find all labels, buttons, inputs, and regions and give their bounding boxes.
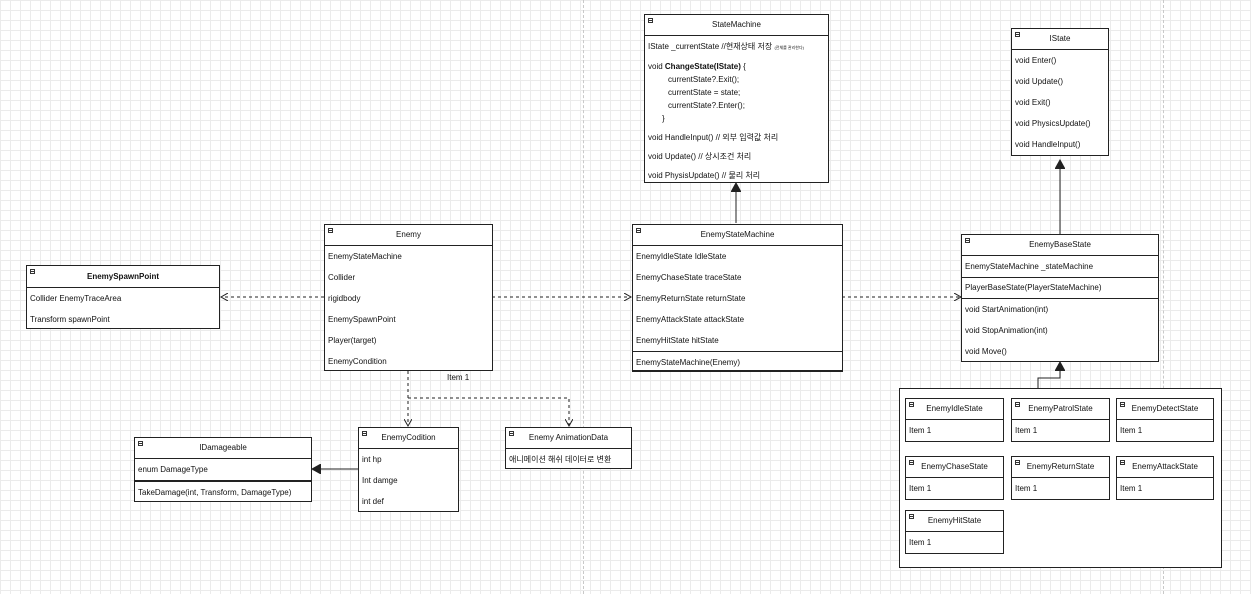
class-field: EnemyStateMachine <box>328 252 402 261</box>
class-field: EnemyStateMachine _stateMachine <box>962 256 1158 278</box>
class-field: EnemyHitState hitState <box>633 330 842 352</box>
class-enemycodition[interactable]: EnemyCodition int hp Int damge int def <box>358 427 459 512</box>
class-field: EnemyChaseState traceState <box>636 273 742 282</box>
class-field: EnemyAttackState attackState <box>636 315 745 324</box>
class-field: Item 1 <box>909 484 932 493</box>
collapse-icon[interactable] <box>362 431 367 436</box>
class-field: Transform spawnPoint <box>30 315 110 324</box>
class-method: void PhysisUpdate() // 물리 처리 <box>648 171 761 180</box>
class-method: void HandleInput() // 외부 입력값 처리 <box>648 133 779 142</box>
method-body-line: currentState = state; <box>668 88 741 97</box>
edge-enemy-to-animationdata <box>408 397 569 426</box>
class-title: EnemyChaseState <box>921 462 988 471</box>
collapse-icon[interactable] <box>1015 460 1020 465</box>
class-method: void HandleInput() <box>1015 140 1081 149</box>
class-field: Item 1 <box>909 426 932 435</box>
class-method: void Update() <box>1015 77 1064 86</box>
class-field: int def <box>362 497 384 506</box>
method-body-line: currentState?.Exit(); <box>668 75 740 84</box>
collapse-icon[interactable] <box>1015 32 1020 37</box>
class-method: void Exit() <box>1015 98 1051 107</box>
class-field: Item 1 <box>1015 426 1038 435</box>
class-title: EnemyAttackState <box>1132 462 1198 471</box>
class-enemyattackstate[interactable]: EnemyAttackState Item 1 <box>1116 456 1214 500</box>
collapse-icon[interactable] <box>1120 402 1125 407</box>
class-title: Enemy <box>396 230 421 239</box>
class-enemystatemachine[interactable]: EnemyStateMachine EnemyIdleState IdleSta… <box>632 224 843 372</box>
collapse-icon[interactable] <box>509 431 514 436</box>
class-idamageable[interactable]: IDamageable enum DamageType TakeDamage(i… <box>134 437 312 502</box>
class-field: Item 1 <box>909 538 932 547</box>
class-field: Item 1 <box>1120 426 1143 435</box>
collapse-icon[interactable] <box>30 269 35 274</box>
collapse-icon[interactable] <box>648 18 653 23</box>
class-enemyreturnstate[interactable]: EnemyReturnState Item 1 <box>1011 456 1110 500</box>
class-statemachine[interactable]: StateMachine IState _currentState //현재상태… <box>644 14 829 183</box>
class-title: Enemy AnimationData <box>528 433 609 442</box>
class-field: Item 1 <box>1120 484 1143 493</box>
class-method: void StopAnimation(int) <box>965 326 1048 335</box>
class-field: EnemyCondition <box>328 357 387 366</box>
class-method: void StartAnimation(int) <box>965 305 1049 314</box>
class-field: int hp <box>362 455 382 464</box>
class-title: IDamageable <box>199 443 247 452</box>
edge-states-to-basestate <box>1037 362 1060 388</box>
class-title: EnemyDetectState <box>1131 404 1199 413</box>
class-title: EnemyReturnState <box>1026 462 1095 471</box>
class-title: EnemyStateMachine <box>700 230 775 239</box>
class-field: Player(target) <box>328 336 377 345</box>
class-field: EnemyIdleState IdleState <box>636 252 727 261</box>
class-title: EnemyIdleState <box>926 404 983 413</box>
class-enemychasestate[interactable]: EnemyChaseState Item 1 <box>905 456 1004 500</box>
class-method: void PhysicsUpdate() <box>1015 119 1091 128</box>
collapse-icon[interactable] <box>328 228 333 233</box>
class-field: rigidbody <box>328 294 361 303</box>
class-method: void ChangeState(IState) { <box>648 62 746 71</box>
class-method: void Update() // 상시조건 처리 <box>648 152 752 161</box>
class-title: StateMachine <box>712 20 761 29</box>
method-body-line: currentState?.Enter(); <box>668 101 745 110</box>
class-title: EnemyBaseState <box>1029 240 1091 249</box>
collapse-icon[interactable] <box>909 514 914 519</box>
class-enemyanimationdata[interactable]: Enemy AnimationData 애니메이션 해쉬 데이터로 변환 <box>505 427 632 469</box>
collapse-icon[interactable] <box>636 228 641 233</box>
class-field: EnemySpawnPoint <box>328 315 396 324</box>
collapse-icon[interactable] <box>965 238 970 243</box>
class-title: EnemyHitState <box>927 516 982 525</box>
class-title: EnemyPatrolState <box>1028 404 1093 413</box>
class-enemypatrolstate[interactable]: EnemyPatrolState Item 1 <box>1011 398 1110 442</box>
method-body-close: } <box>662 114 665 123</box>
class-title: EnemySpawnPoint <box>86 272 159 281</box>
class-method: PlayerBaseState(PlayerStateMachine) <box>962 278 1158 299</box>
class-field: Item 1 <box>1015 484 1038 493</box>
collapse-icon[interactable] <box>909 402 914 407</box>
class-field: EnemyReturnState returnState <box>636 294 746 303</box>
class-field: enum DamageType <box>135 459 311 482</box>
class-method: TakeDamage(int, Transform, DamageType) <box>138 488 292 497</box>
class-enemyspawnpoint[interactable]: EnemySpawnPoint Collider EnemyTraceArea … <box>26 265 220 329</box>
class-enemydetectstate[interactable]: EnemyDetectState Item 1 <box>1116 398 1214 442</box>
class-field: IState _currentState //현재상태 저장 (전체를 관리한다… <box>648 42 804 51</box>
class-method: void Enter() <box>1015 56 1057 65</box>
class-method: EnemyStateMachine(Enemy) <box>636 358 741 367</box>
class-title: EnemyCodition <box>381 433 436 442</box>
collapse-icon[interactable] <box>138 441 143 446</box>
page-boundary-line <box>1163 0 1164 594</box>
collapse-icon[interactable] <box>909 460 914 465</box>
class-enemybasestate[interactable]: EnemyBaseState EnemyStateMachine _stateM… <box>961 234 1159 362</box>
collapse-icon[interactable] <box>1120 460 1125 465</box>
class-enemyidlestate[interactable]: EnemyIdleState Item 1 <box>905 398 1004 442</box>
class-enemyhitstate[interactable]: EnemyHitState Item 1 <box>905 510 1004 554</box>
class-title: IState <box>1049 34 1071 43</box>
class-istate[interactable]: IState void Enter() void Update() void E… <box>1011 28 1109 156</box>
class-field: Collider <box>328 273 356 282</box>
class-method: void Move() <box>965 347 1007 356</box>
edge-label: Item 1 <box>447 373 470 382</box>
collapse-icon[interactable] <box>1015 402 1020 407</box>
class-field: Collider EnemyTraceArea <box>30 294 122 303</box>
class-enemy[interactable]: Enemy EnemyStateMachine Collider rigidbo… <box>324 224 493 371</box>
class-field: 애니메이션 해쉬 데이터로 변환 <box>509 455 612 464</box>
class-field: Int damge <box>362 476 398 485</box>
